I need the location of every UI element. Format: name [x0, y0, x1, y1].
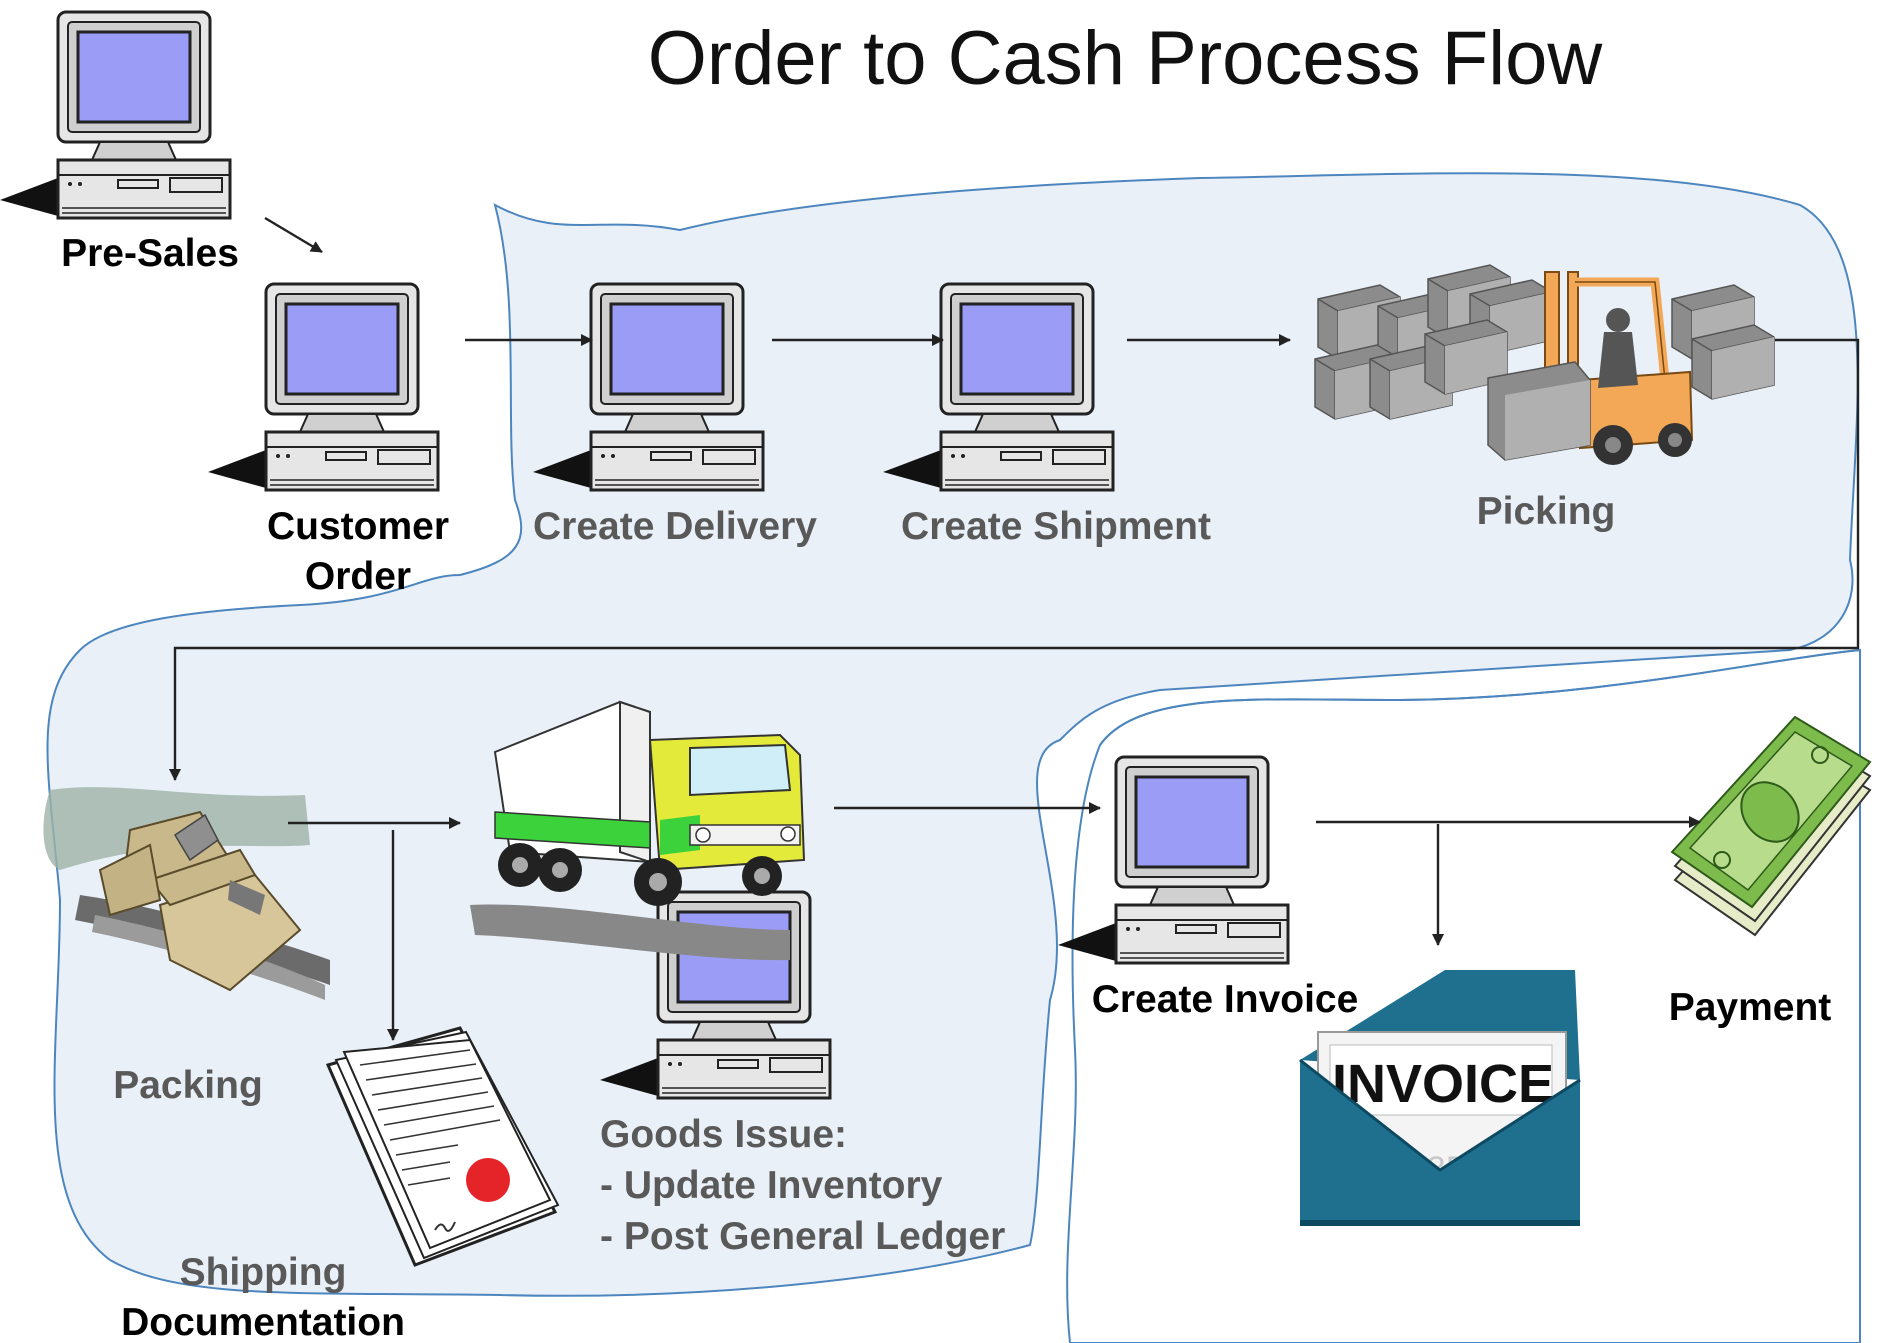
label-create-delivery: Create Delivery [533, 505, 817, 548]
truck-icon [470, 700, 806, 961]
invoice-graphic-label: INVOICE [1332, 1054, 1554, 1114]
computer-icon-customer-order [206, 282, 440, 492]
packages-icon [43, 787, 330, 1000]
label-create-shipment: Create Shipment [901, 505, 1211, 548]
label-packing: Packing [113, 1064, 263, 1107]
label-create-invoice: Create Invoice [1092, 978, 1359, 1021]
label-shipping-documentation-line2: Documentation [121, 1301, 405, 1343]
label-goods-issue-line3: - Post General Ledger [600, 1215, 1005, 1258]
document-icon [325, 1026, 560, 1267]
label-payment: Payment [1669, 986, 1832, 1029]
label-goods-issue-line2: - Update Inventory [600, 1164, 943, 1207]
computer-icon-pre-sales [0, 10, 232, 220]
label-picking: Picking [1477, 490, 1616, 533]
region-top [46, 172, 1859, 1297]
money-icon [1670, 715, 1872, 937]
label-shipping-documentation-line1: Shipping [180, 1251, 347, 1294]
invoice-envelope-icon: INVOICE 123RF [1299, 970, 1581, 1226]
label-pre-sales: Pre-Sales [61, 232, 239, 275]
label-goods-issue-line1: Goods Issue: [600, 1113, 847, 1156]
label-customer-order-line1: Customer [267, 505, 449, 548]
connectors [169, 216, 1860, 1041]
forklift-icon [1314, 264, 1775, 465]
page-title: Order to Cash Process Flow [648, 16, 1604, 101]
label-customer-order-line2: Order [305, 555, 411, 598]
